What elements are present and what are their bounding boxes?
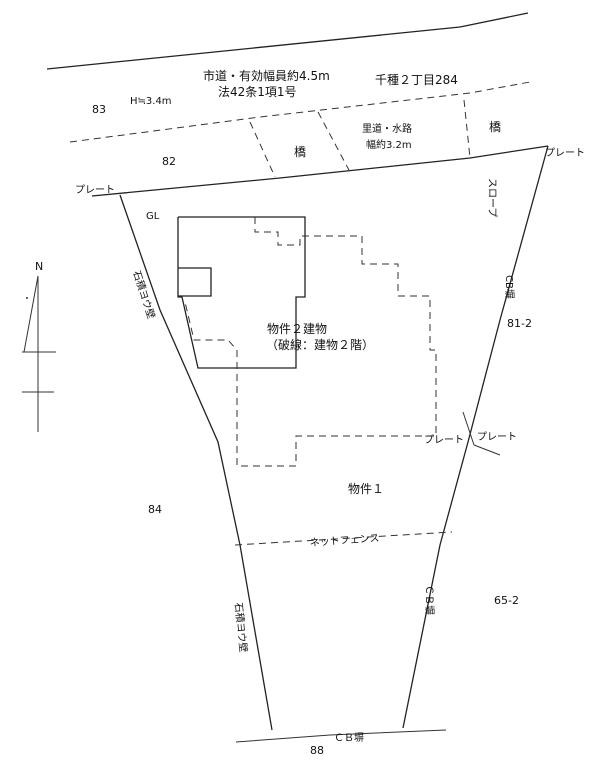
property-1-label: 物件１ bbox=[348, 482, 384, 496]
cb-wall-bottom-label: ＣＢ塀 bbox=[334, 732, 364, 744]
north-arrow-icon bbox=[22, 275, 56, 432]
north-label: N bbox=[35, 260, 43, 273]
building-second-floor bbox=[184, 217, 437, 467]
road-lines bbox=[46, 12, 531, 143]
cb-wall-lower-label: ＣＢ塀 bbox=[423, 585, 435, 615]
road-label-line1: 市道・有効幅員約4.5m bbox=[203, 68, 330, 83]
bridge-right-label: 橋 bbox=[489, 120, 501, 134]
address-label: 千種２丁目284 bbox=[375, 73, 458, 87]
waterway-label-line1: 里道・水路 bbox=[362, 122, 412, 135]
plate-marker bbox=[462, 411, 501, 456]
stone-wall-upper-label: 石積ヨウ壁 bbox=[130, 269, 158, 321]
plate-top-right-label: プレート bbox=[545, 147, 585, 159]
plate-left-label: プレート bbox=[75, 184, 115, 196]
plate-mid-left-label: プレート bbox=[424, 434, 464, 446]
lot-88-label: 88 bbox=[310, 744, 324, 757]
building-notch bbox=[178, 267, 212, 297]
slope-label: スロープ bbox=[486, 178, 498, 217]
stone-wall-lower-label: 石積ヨウ壁 bbox=[232, 602, 250, 653]
plate-mid-right-label: プレート bbox=[477, 431, 517, 443]
net-fence-line bbox=[234, 531, 453, 546]
lot-65-2-label: 65-2 bbox=[494, 594, 519, 607]
lot-83-label: 83 bbox=[92, 103, 106, 116]
lot-82-label: 82 bbox=[162, 155, 176, 168]
road-label-line2: 法42条1項1号 bbox=[218, 85, 297, 99]
bridge-left-label: 橋 bbox=[294, 145, 306, 159]
lot-81-2-label: 81-2 bbox=[507, 317, 532, 330]
cb-wall-upper-label: CB塀 bbox=[503, 275, 515, 299]
height-label: H≒3.4m bbox=[130, 96, 172, 107]
building-first-floor bbox=[177, 216, 306, 369]
lot-84-label: 84 bbox=[148, 503, 162, 516]
net-fence-label: ネットフェンス bbox=[309, 532, 379, 549]
gl-label: GL bbox=[146, 211, 160, 222]
waterway-label-line2: 幅約3.2m bbox=[366, 138, 412, 151]
building-label-line2: （破線：建物２階） bbox=[266, 337, 374, 352]
waterway-strip bbox=[91, 99, 549, 197]
building-label-line1: 物件２建物 bbox=[267, 322, 327, 336]
site-boundary bbox=[119, 145, 549, 743]
